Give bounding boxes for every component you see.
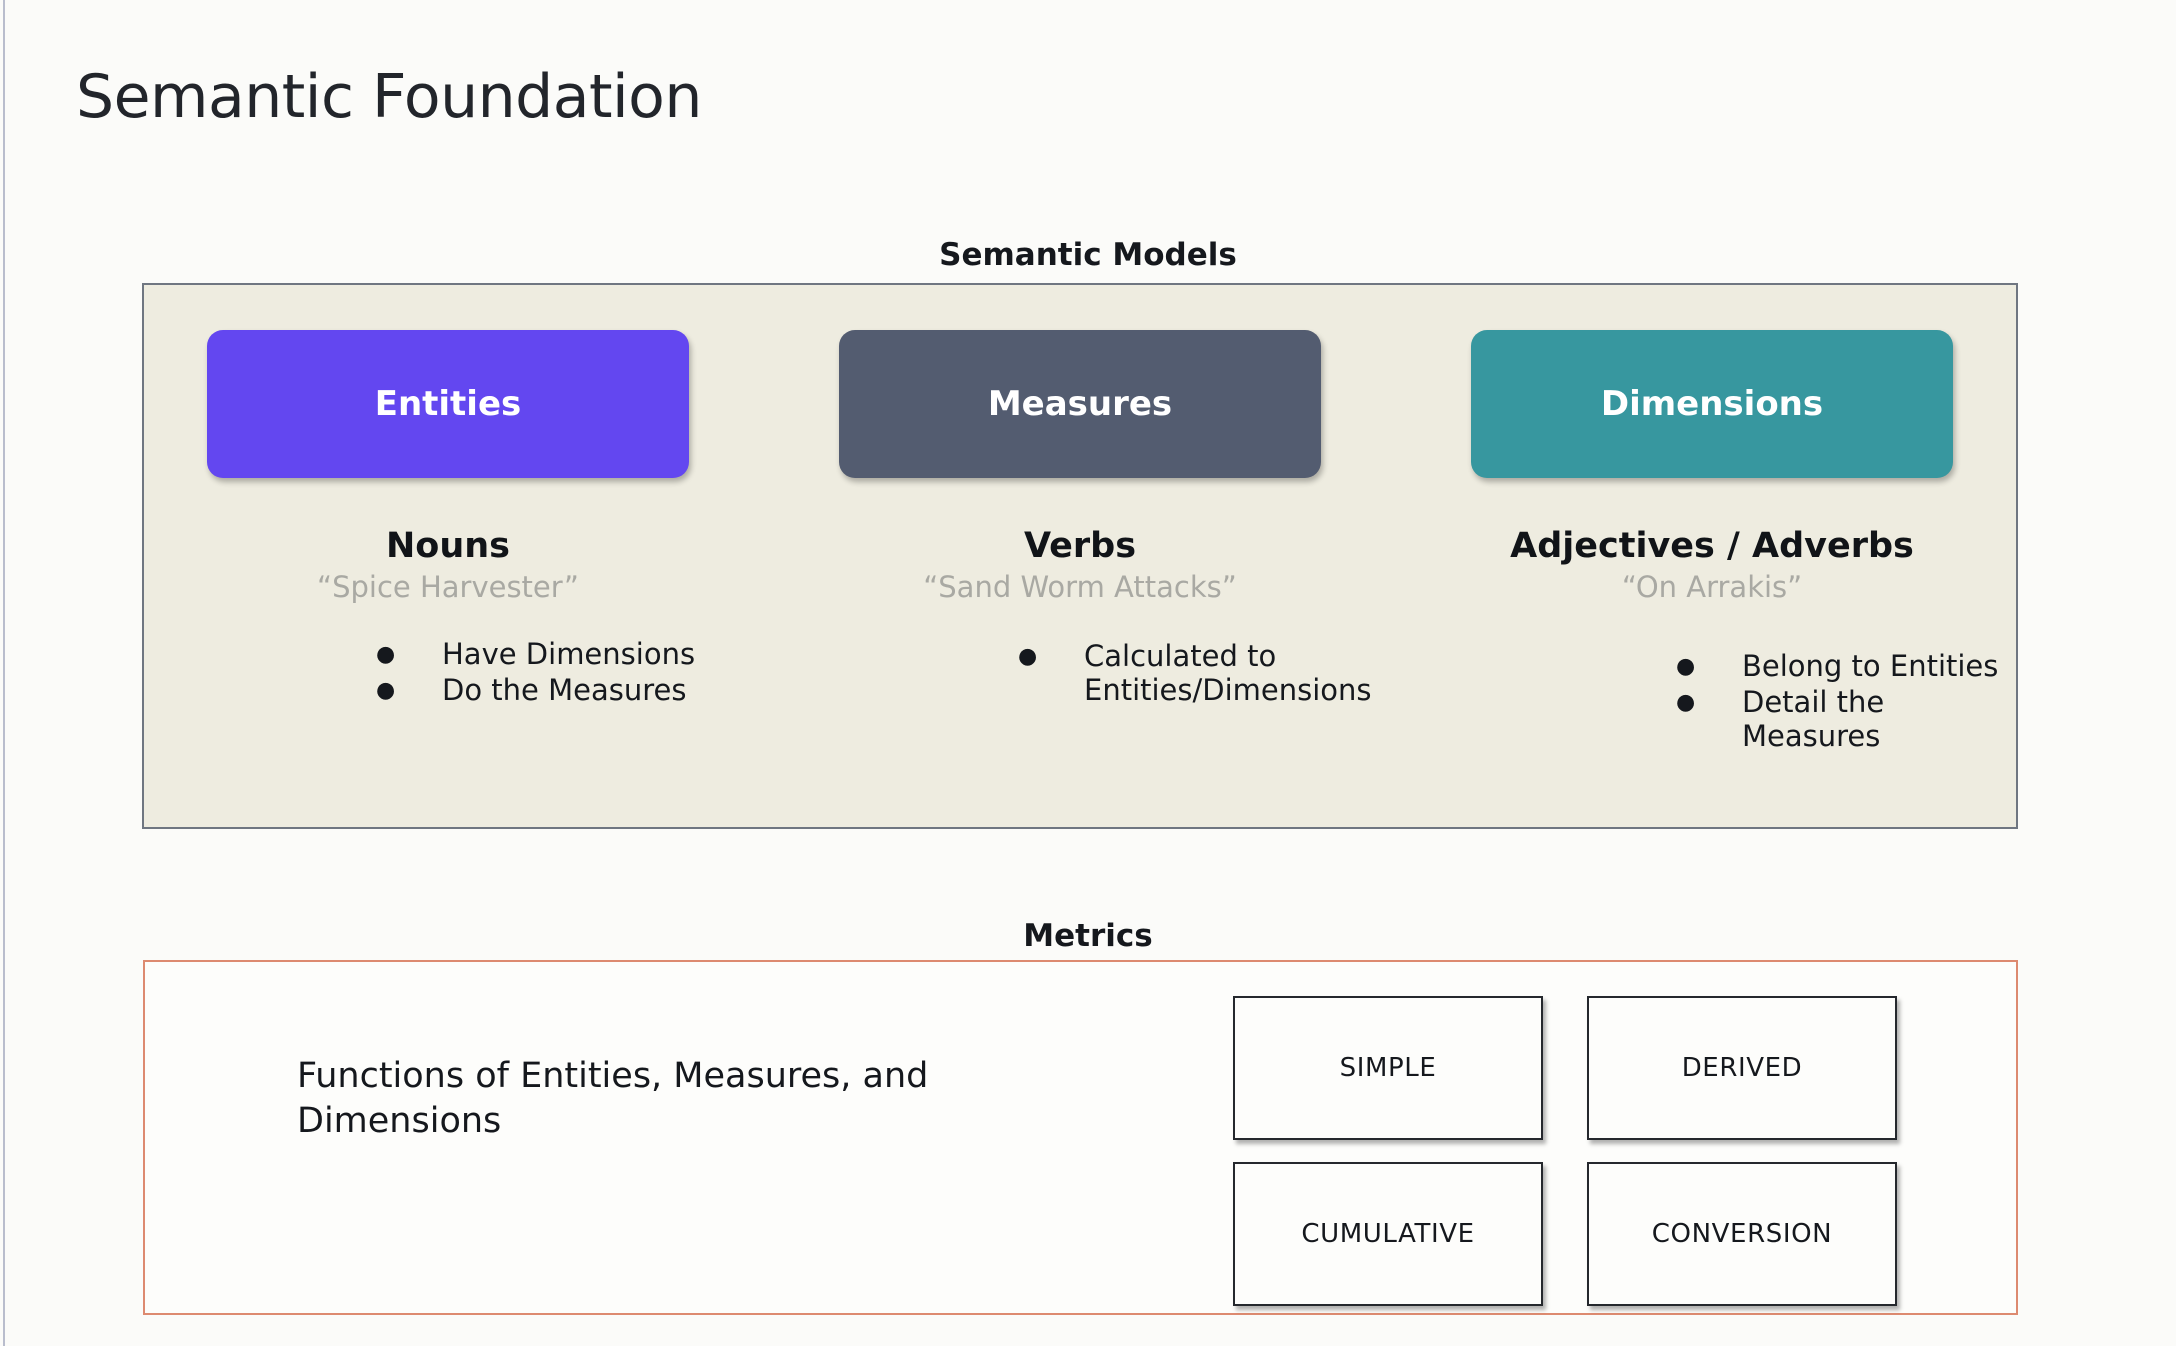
semantic-model-column-dimensions: Dimensions Adjectives / Adverbs “On Arra… bbox=[1408, 285, 2016, 827]
dimensions-example: “On Arrakis” bbox=[1621, 570, 1803, 604]
metrics-panel: Functions of Entities, Measures, and Dim… bbox=[143, 960, 2018, 1315]
entities-part-of-speech: Nouns bbox=[385, 526, 510, 566]
left-edge-rule bbox=[3, 0, 5, 1346]
list-item: Detail the Measures bbox=[1676, 685, 2016, 754]
metric-type-conversion[interactable]: CONVERSION bbox=[1587, 1162, 1897, 1306]
entities-pill[interactable]: Entities bbox=[207, 330, 689, 478]
list-item: Do the Measures bbox=[376, 673, 752, 708]
dimensions-pill[interactable]: Dimensions bbox=[1471, 330, 1953, 478]
measures-pill[interactable]: Measures bbox=[839, 330, 1321, 478]
metric-type-derived[interactable]: DERIVED bbox=[1587, 996, 1897, 1140]
metrics-description: Functions of Entities, Measures, and Dim… bbox=[297, 1056, 929, 1141]
semantic-models-caption: Semantic Models bbox=[939, 237, 1237, 273]
list-item: Calculated to Entities/Dimensions bbox=[1018, 639, 1408, 708]
measures-part-of-speech: Verbs bbox=[1023, 526, 1137, 566]
metrics-caption: Metrics bbox=[1023, 918, 1153, 954]
dimensions-bullet-list: Belong to Entities Detail the Measures bbox=[1676, 649, 2016, 754]
semantic-models-columns: Entities Nouns “Spice Harvester” Have Di… bbox=[144, 285, 2016, 827]
semantic-model-column-entities: Entities Nouns “Spice Harvester” Have Di… bbox=[144, 285, 752, 827]
measures-example: “Sand Worm Attacks” bbox=[923, 570, 1237, 604]
semantic-model-column-measures: Measures Verbs “Sand Worm Attacks” Calcu… bbox=[752, 285, 1408, 827]
entities-bullet-list: Have Dimensions Do the Measures bbox=[376, 637, 752, 708]
measures-bullet-list: Calculated to Entities/Dimensions bbox=[1018, 639, 1408, 708]
metric-type-cumulative[interactable]: CUMULATIVE bbox=[1233, 1162, 1543, 1306]
semantic-models-panel: Entities Nouns “Spice Harvester” Have Di… bbox=[142, 283, 2018, 829]
metric-type-grid: SIMPLE DERIVED CUMULATIVE CONVERSION bbox=[1233, 996, 1897, 1306]
entities-example: “Spice Harvester” bbox=[317, 570, 579, 604]
page-title: Semantic Foundation bbox=[76, 62, 702, 132]
list-item: Have Dimensions bbox=[376, 637, 752, 672]
dimensions-part-of-speech: Adjectives / Adverbs bbox=[1510, 526, 1914, 566]
metric-type-simple[interactable]: SIMPLE bbox=[1233, 996, 1543, 1140]
list-item: Belong to Entities bbox=[1676, 649, 2016, 684]
